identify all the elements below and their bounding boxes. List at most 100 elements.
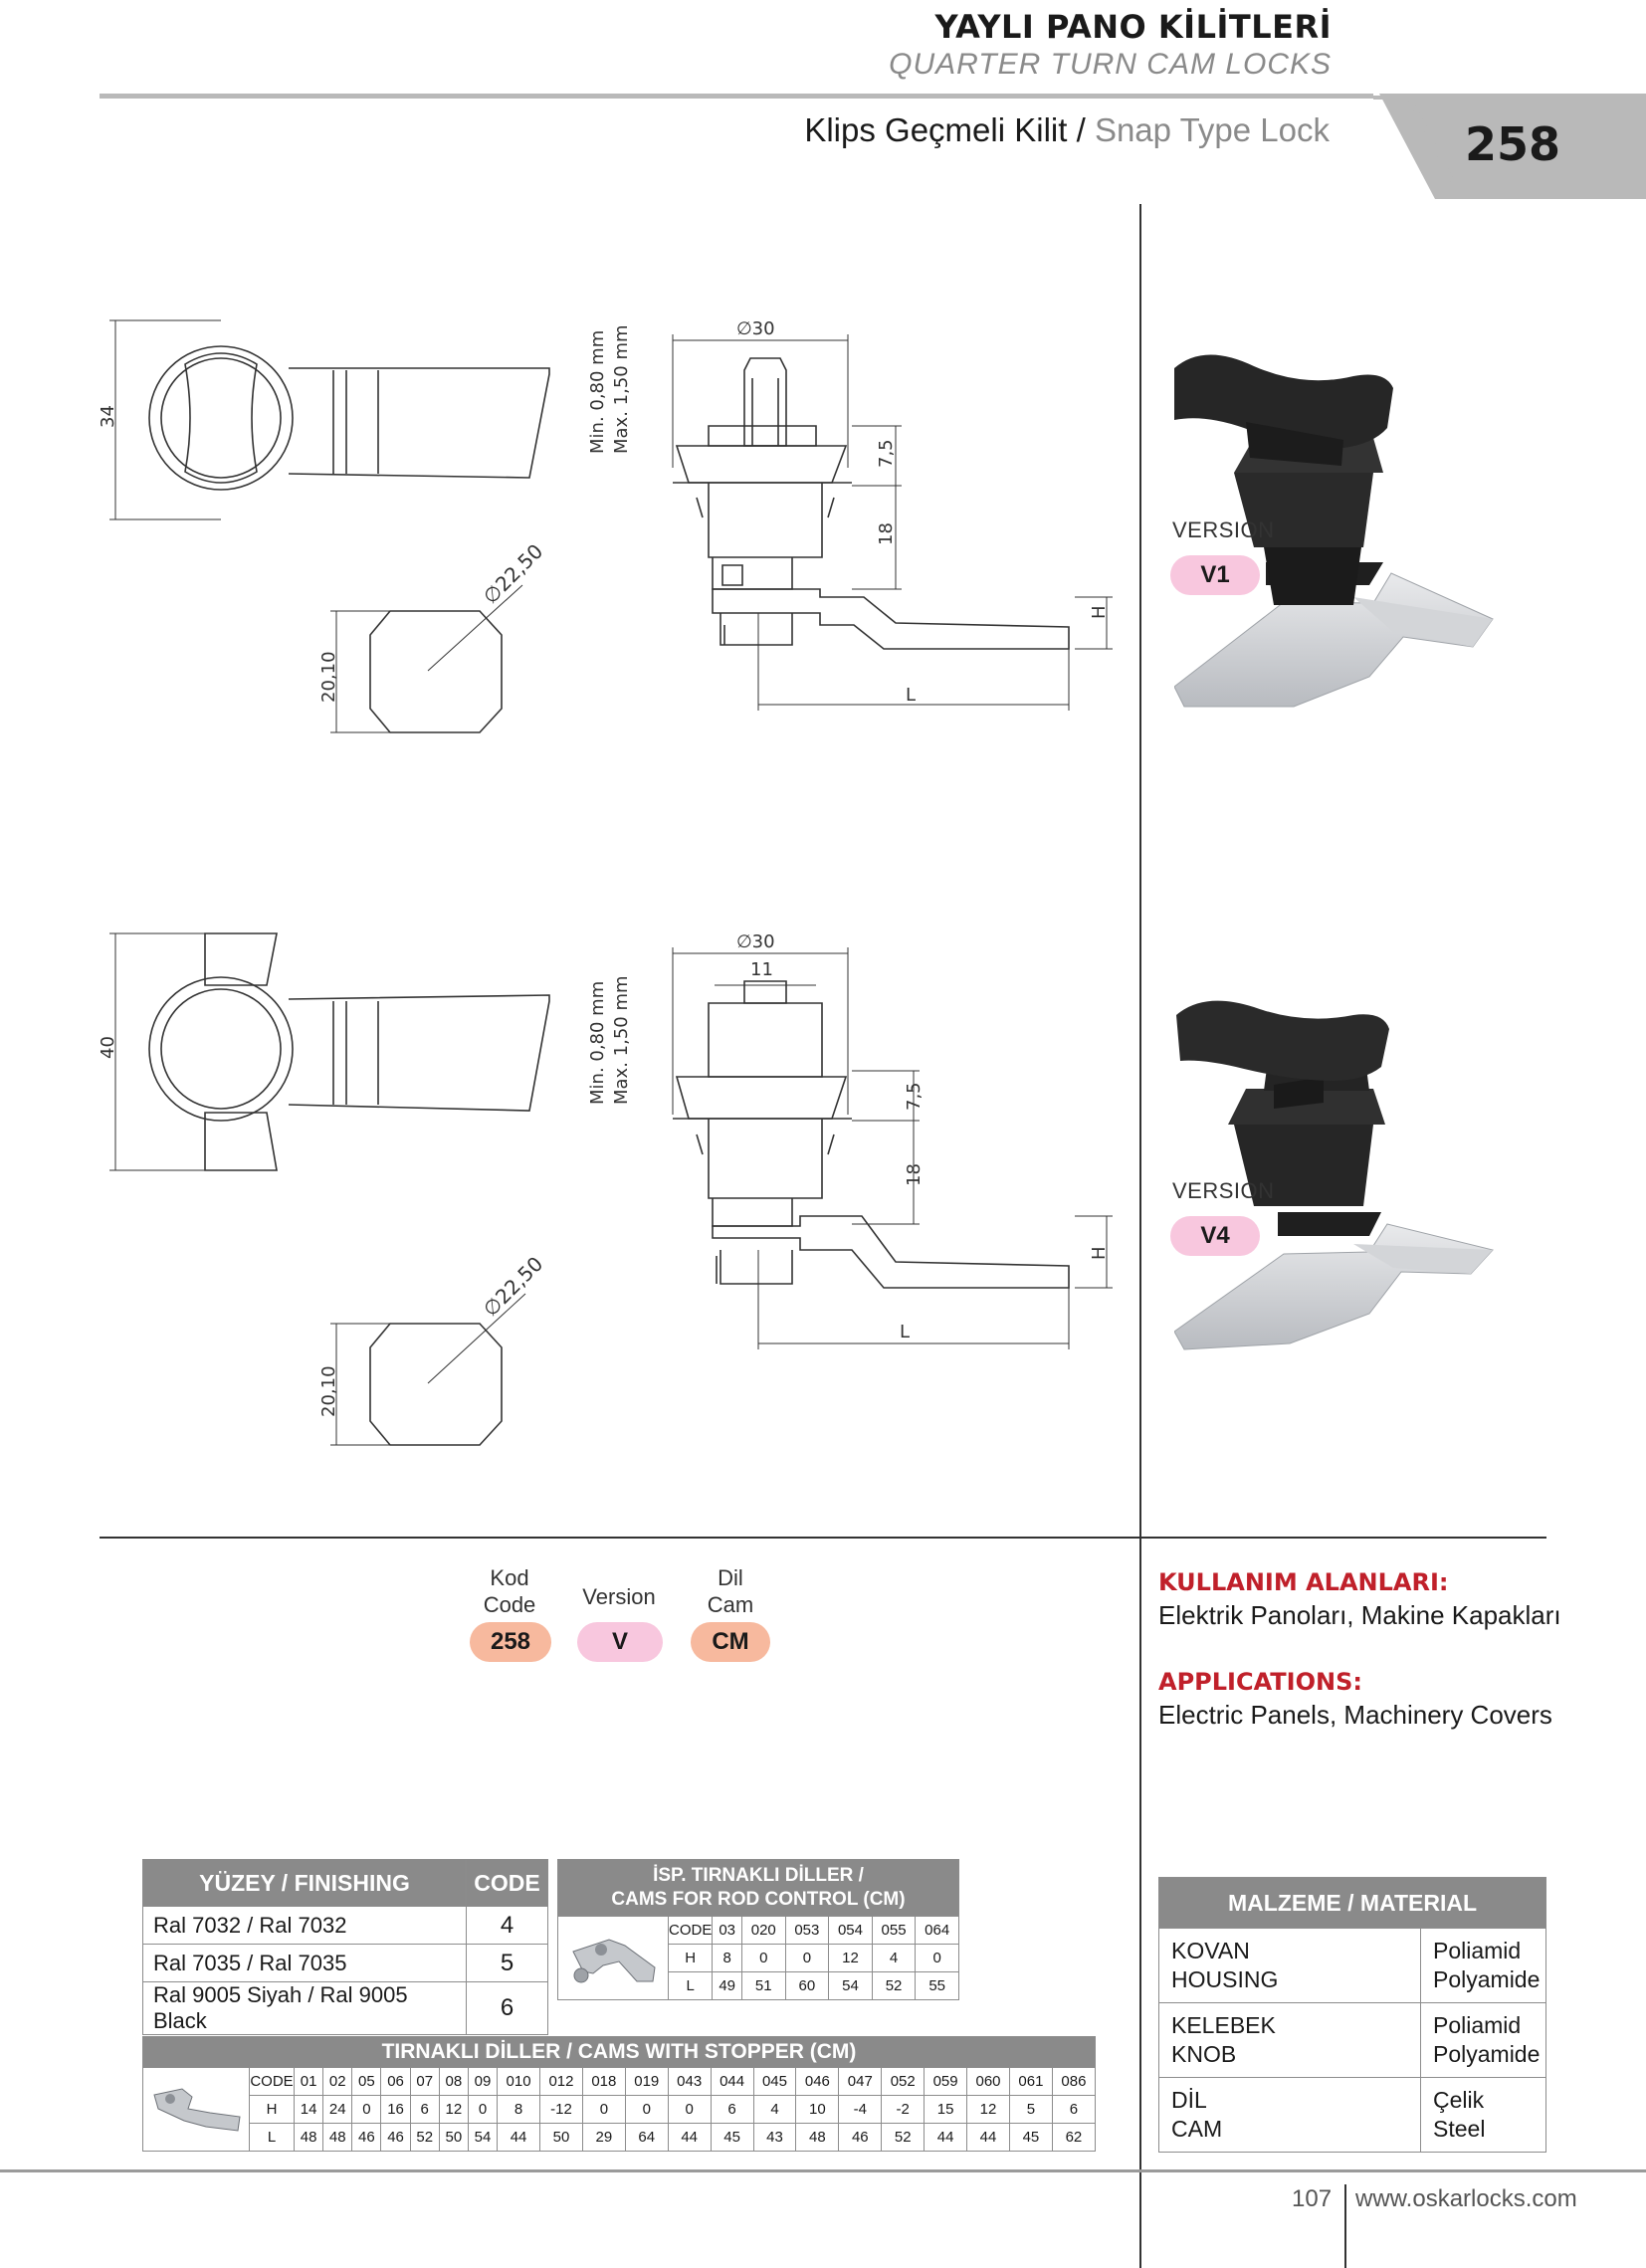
stopper-cam-l: 64 [624, 2123, 669, 2152]
rod-cam-image-cell [557, 1916, 669, 2000]
stopper-cam-l: 29 [581, 2123, 626, 2152]
page-number: 107 [1292, 2185, 1333, 2212]
stopper-cam-code: 012 [539, 2067, 583, 2096]
code-label-tr: Kod [490, 1565, 529, 1590]
material-header: MALZEME / MATERIAL [1158, 1877, 1546, 1929]
rod-cam-h: 4 [871, 1944, 917, 1972]
material-value: Poliamid Polyamide [1420, 1928, 1546, 2003]
stopper-cam-code: 045 [752, 2067, 797, 2096]
applications-text-tr: Elektrik Panoları, Makine Kapakları [1158, 1600, 1561, 1630]
stopper-cam-h: 16 [380, 2095, 411, 2124]
stopper-cam-l: 46 [351, 2123, 382, 2152]
finishing-code-header: CODE [466, 1859, 548, 1907]
website-link[interactable]: www.oskarlocks.com [1355, 2185, 1577, 2212]
product-name-tr: Klips Geçmeli Kilit [804, 111, 1068, 148]
dim-2250: ∅22,50 [479, 539, 548, 609]
stopper-cam-code: 09 [467, 2067, 499, 2096]
rod-cam-h: 8 [712, 1944, 742, 1972]
stopper-cam-h: 12 [966, 2095, 1010, 2124]
material-value-tr: Poliamid [1433, 2012, 1522, 2038]
dim-75: 7,5 [876, 439, 897, 468]
rod-cam-code: 020 [740, 1916, 786, 1945]
stopper-cam-h: 6 [1051, 2095, 1097, 2124]
rod-cam-h: 0 [784, 1944, 830, 1972]
material-value: Poliamid Polyamide [1420, 2002, 1546, 2078]
dim-40: 40 [98, 1036, 118, 1059]
stopper-cam-h: 5 [1008, 2095, 1053, 2124]
applications-heading-en: APPLICATIONS: [1158, 1668, 1362, 1696]
version-label-v1: VERSION [1172, 517, 1275, 542]
stopper-cam-h: 12 [438, 2095, 469, 2124]
table-row: KELEBEK KNOB Poliamid Polyamide [1158, 2002, 1546, 2078]
product-name-en: Snap Type Lock [1094, 111, 1330, 148]
dim-34: 34 [98, 405, 118, 428]
rod-cam-l: 51 [740, 1971, 786, 2000]
stopper-cam-l: 48 [293, 2123, 324, 2152]
rod-cam-l: 55 [915, 1971, 959, 2000]
stopper-cam-image-cell [142, 2067, 250, 2152]
dim-18: 18 [876, 522, 897, 545]
stopper-cam-l: 52 [409, 2123, 440, 2152]
material-part: DİL CAM [1158, 2077, 1421, 2153]
version-badge-v4: V4 [1170, 1216, 1260, 1256]
finishing-code: 6 [466, 1981, 548, 2035]
table-row: CODE 01 02 05 06 07 08 09 010 012 018 01… [142, 2067, 1097, 2152]
finishing-name: Ral 7032 / Ral 7032 [142, 1906, 467, 1945]
cam-label-en: Cam [707, 1592, 754, 1617]
product-render-v4 [1174, 1000, 1494, 1350]
material-part: KOVAN HOUSING [1158, 1928, 1421, 2003]
dim-11: 11 [750, 959, 773, 980]
stopper-cams-label: L [249, 2123, 295, 2152]
version-label: Version [582, 1584, 656, 1609]
cam-label-tr: Dil [718, 1565, 743, 1590]
code-label-en: Code [483, 1592, 536, 1617]
stopper-cam-h: 4 [752, 2095, 797, 2124]
stopper-cam-code: 01 [293, 2067, 324, 2096]
stopper-cam-l: 45 [1008, 2123, 1053, 2152]
code-value-badge: 258 [470, 1622, 551, 1662]
dim-2010: 20,10 [318, 651, 339, 703]
product-name-sep: / [1076, 111, 1086, 148]
rod-cam-l: 49 [712, 1971, 742, 2000]
rod-cam-l: 60 [784, 1971, 830, 2000]
stopper-cam-code: 05 [351, 2067, 382, 2096]
rod-cams-label: L [667, 1971, 714, 2000]
stopper-cam-code: 052 [881, 2067, 926, 2096]
stopper-cam-l: 46 [380, 2123, 411, 2152]
stopper-cam-l: 44 [667, 2123, 712, 2152]
material-value: Çelik Steel [1420, 2077, 1546, 2153]
finishing-name: Ral 7035 / Ral 7035 [142, 1944, 467, 1982]
stopper-cam-h: -2 [881, 2095, 926, 2124]
material-value-en: Polyamide [1433, 2041, 1541, 2067]
stopper-cam-h: 0 [667, 2095, 712, 2124]
stopper-cam-h: -12 [539, 2095, 583, 2124]
stopper-cam-code: 010 [497, 2067, 540, 2096]
technical-drawing-v1: 34 ∅22,50 20,10 Min. 0,80 mm Max. 1,50 m… [98, 318, 1113, 733]
rod-cam-h: 0 [915, 1944, 959, 1972]
cam-value-badge: CM [691, 1622, 770, 1662]
table-row: KOVAN HOUSING Poliamid Polyamide [1158, 1928, 1546, 2003]
material-value-tr: Poliamid [1433, 1938, 1522, 1963]
rod-cam-h: 12 [828, 1944, 873, 1972]
stopper-cam-l: 43 [752, 2123, 797, 2152]
version-value-badge: V [577, 1622, 663, 1662]
header-rule [100, 94, 1383, 99]
catalog-subtitle: QUARTER TURN CAM LOCKS [889, 48, 1332, 81]
table-row: H 14 24 0 16 6 12 0 8 -12 0 0 0 6 4 10 -… [143, 2095, 1097, 2124]
applications-text-en: Electric Panels, Machinery Covers [1158, 1700, 1552, 1730]
page-code: 258 [1465, 117, 1561, 171]
material-part-tr: KELEBEK [1171, 2012, 1276, 2038]
stopper-cam-l: 62 [1051, 2123, 1097, 2152]
page-code-tab [1373, 94, 1646, 199]
stopper-cam-l: 48 [795, 2123, 840, 2152]
stopper-cam-h: 6 [409, 2095, 440, 2124]
dim-h: H [1089, 605, 1110, 619]
stopper-cam-l: 48 [322, 2123, 353, 2152]
stopper-cam-h: 0 [581, 2095, 626, 2124]
rod-cams-label: H [667, 1944, 714, 1972]
version-label-v4: VERSION [1172, 1178, 1275, 1203]
cam-label: Dil Cam [671, 1564, 790, 1618]
stopper-cam-h: 0 [624, 2095, 669, 2124]
rod-cams-label: CODE [667, 1916, 714, 1945]
dim-2250-b: ∅22,50 [479, 1252, 548, 1322]
